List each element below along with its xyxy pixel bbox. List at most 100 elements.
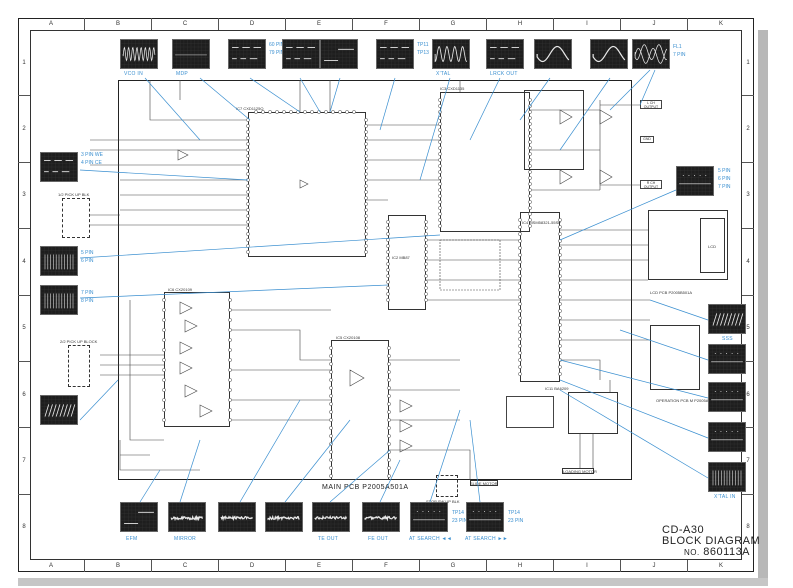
pickup-1-label: 1/2 PICK UP BLK xyxy=(58,192,89,197)
pin-label: 7 PIN xyxy=(673,52,686,58)
ic8-block xyxy=(524,90,584,170)
row-label: 8 xyxy=(18,495,30,560)
right-waveform-photo xyxy=(708,382,746,412)
pin-label: TP14 xyxy=(452,510,464,516)
right-waveform-photo xyxy=(708,304,746,334)
waveform-label: X'TAL IN xyxy=(714,494,736,500)
right-waveform-photo xyxy=(708,344,746,374)
column-ruler-bottom: ABCDEFGHIJK xyxy=(18,560,754,572)
top-waveform-photo xyxy=(632,39,670,69)
waveform-label: EFM xyxy=(126,536,137,542)
column-label: E xyxy=(286,18,353,30)
row-label: 1 xyxy=(18,30,30,96)
bottom-waveform-photo xyxy=(218,502,256,532)
pin-label: 8 PIN xyxy=(81,298,94,304)
row-label: 4 xyxy=(742,229,754,295)
waveform-label: AT SEARCH ►► xyxy=(465,536,508,542)
row-ruler-left: 12345678 xyxy=(18,30,30,560)
ic7-label: IC7 CXD1125Q xyxy=(236,106,264,111)
ic11-label: IC11 BA6209 xyxy=(545,386,569,391)
top-waveform-photo xyxy=(486,39,524,69)
column-label: E xyxy=(286,560,353,572)
column-label: C xyxy=(152,560,219,572)
top-waveform-photo xyxy=(376,39,414,69)
lch-output-terminal: L CH OUTPUT xyxy=(640,100,662,109)
left-waveform-photo xyxy=(40,395,78,425)
ic5-label: IC5 CX20108 xyxy=(336,335,360,340)
pin-label: 3 PIN WE xyxy=(81,152,103,158)
ic2-label: IC2 MB87 xyxy=(392,255,410,260)
left-waveform-photo xyxy=(40,152,78,182)
row-label: 3 xyxy=(18,163,30,229)
ic6-block xyxy=(164,292,230,427)
number-prefix: NO. xyxy=(684,548,700,557)
ic4-block xyxy=(520,212,560,382)
ic5-block xyxy=(331,340,389,480)
pin-label: 4 PIN CE xyxy=(81,160,102,166)
gnd-terminal: GND xyxy=(640,136,654,143)
right-waveform-photo xyxy=(708,422,746,452)
operation-matrix xyxy=(650,325,700,390)
pin-label: 7 PIN xyxy=(718,184,731,190)
column-label: K xyxy=(688,18,754,30)
loading-motor-label: LOADING MOTOR xyxy=(563,469,597,474)
right-waveform-photo xyxy=(676,166,714,196)
column-label: I xyxy=(554,18,621,30)
waveform-label: MIRROR xyxy=(174,536,196,542)
column-label: J xyxy=(621,560,688,572)
sheet-shadow-bottom xyxy=(18,578,768,586)
ic11-block xyxy=(568,392,618,434)
pin-label: TP14 xyxy=(508,510,520,516)
waveform-label: FE OUT xyxy=(368,536,388,542)
pickup-2-label: 2/2 PICK UP BLOCK xyxy=(60,339,97,344)
column-label: I xyxy=(554,560,621,572)
lcd-label: LCD xyxy=(708,244,716,249)
column-label: H xyxy=(487,560,554,572)
column-label: H xyxy=(487,18,554,30)
ic6-label: IC6 CX20109 xyxy=(168,287,192,292)
pin-label: 7 PIN xyxy=(81,290,94,296)
top-waveform-photo xyxy=(432,39,470,69)
column-label: A xyxy=(18,560,85,572)
waveform-label: TE OUT xyxy=(318,536,338,542)
pin-label: 23 PIN xyxy=(508,518,523,524)
bottom-waveform-photo xyxy=(265,502,303,532)
ic4-label: IC4 MSM58321-55SP xyxy=(522,220,561,225)
pin-label: 6 PIN xyxy=(81,258,94,264)
pin-label: 23 PIN xyxy=(452,518,467,524)
top-waveform-photo xyxy=(590,39,628,69)
top-waveform-photo xyxy=(534,39,572,69)
bottom-waveform-photo xyxy=(466,502,504,532)
bottom-waveform-photo xyxy=(312,502,350,532)
lcd-pcb-label: LCD PCB P2005B501A xyxy=(650,290,692,295)
waveform-label: MDP xyxy=(176,71,188,77)
ic7-block xyxy=(248,112,366,257)
column-label: F xyxy=(353,560,420,572)
waveform-label: SSS xyxy=(722,336,733,342)
column-label: D xyxy=(219,18,286,30)
waveform-label: AT SEARCH ◄◄ xyxy=(409,536,452,542)
column-label: G xyxy=(420,560,487,572)
sheet-shadow xyxy=(758,30,768,585)
row-label: 2 xyxy=(18,96,30,162)
right-waveform-photo xyxy=(708,462,746,492)
main-pcb-label: MAIN PCB P2005A501A xyxy=(322,484,409,491)
bottom-waveform-photo xyxy=(410,502,448,532)
column-label: B xyxy=(85,560,152,572)
column-label: G xyxy=(420,18,487,30)
bottom-waveform-photo xyxy=(362,502,400,532)
drawing-title-block: CD-A30 BLOCK DIAGRAM NO. 860113A xyxy=(662,525,760,558)
column-label: C xyxy=(152,18,219,30)
bottom-waveform-photo xyxy=(168,502,206,532)
pin-label: 6 PIN xyxy=(718,176,731,182)
column-label: A xyxy=(18,18,85,30)
pickup-1-block xyxy=(62,198,90,238)
top-waveform-photo xyxy=(320,39,358,69)
bottom-waveform-photo xyxy=(120,502,158,532)
row-label: 3 xyxy=(742,163,754,229)
waveform-label: X'TAL xyxy=(436,71,451,77)
mode-table xyxy=(506,396,554,428)
waveform-label: LRCK OUT xyxy=(490,71,518,77)
column-label: J xyxy=(621,18,688,30)
column-label: D xyxy=(219,560,286,572)
